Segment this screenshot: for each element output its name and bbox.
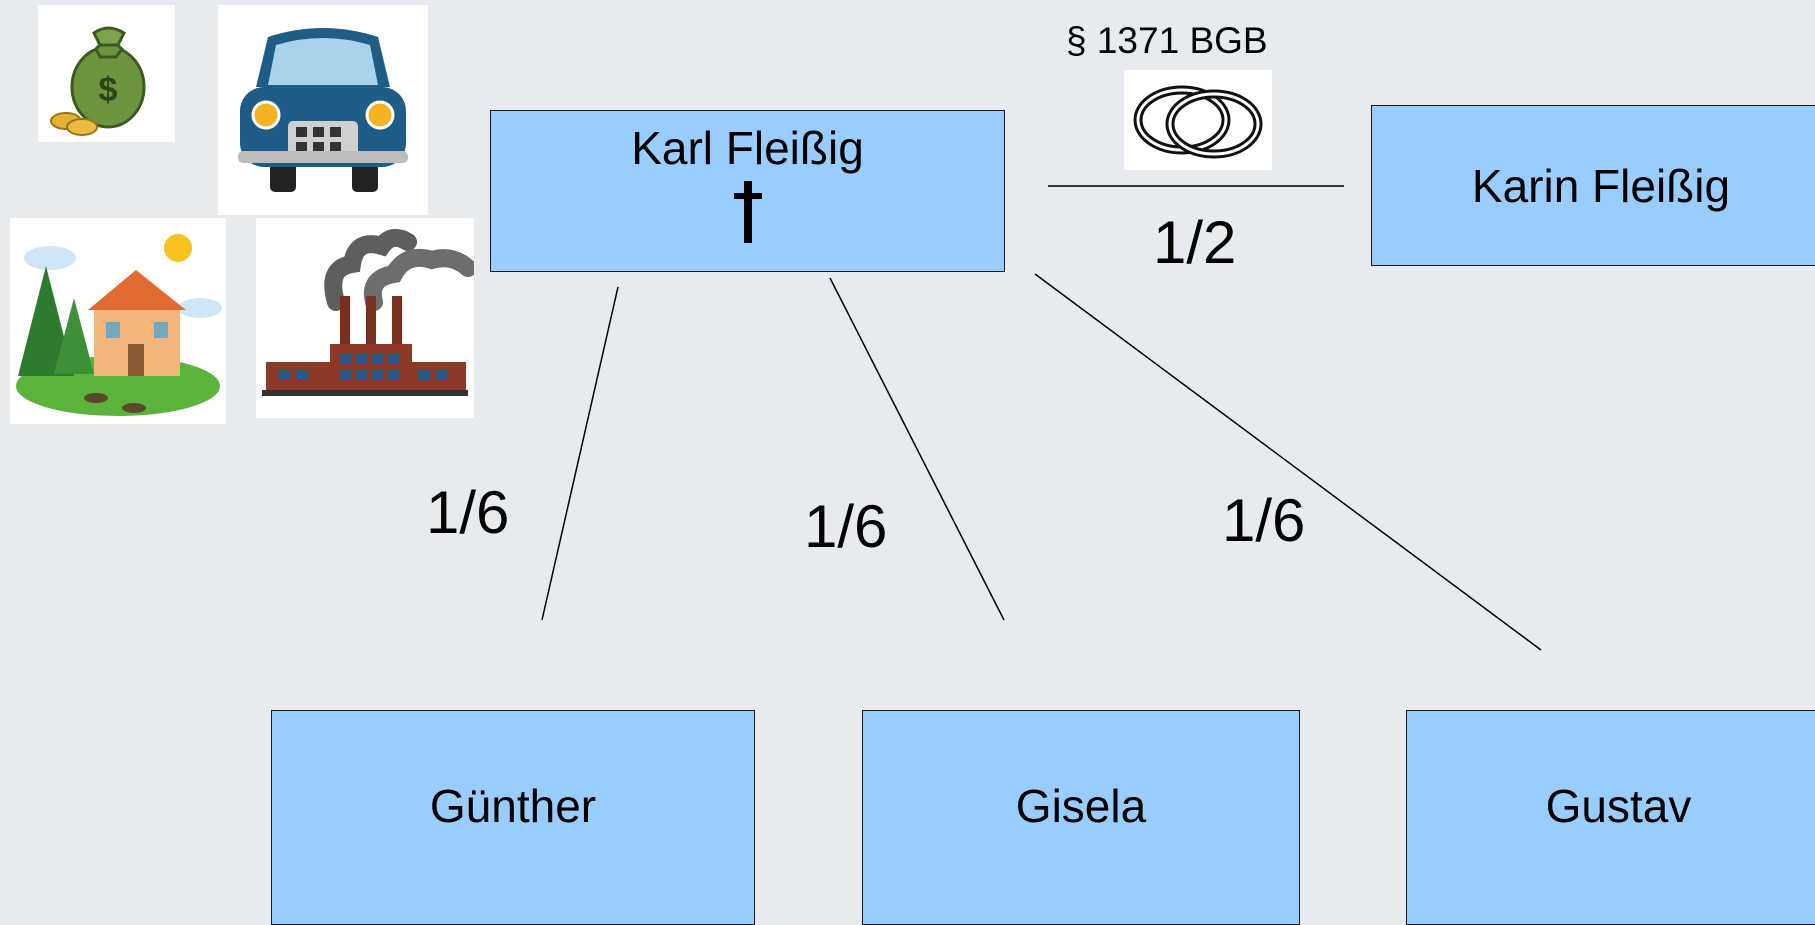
deceased-name: Karl Fleißig [631,122,864,174]
child3-share: 1/6 [1222,487,1306,554]
child1-share: 1/6 [426,479,510,546]
house-icon [10,218,226,424]
spouse-name: Karin Fleißig [1471,159,1731,212]
child-node-gunther: Günther [271,710,755,925]
child-name: Günther [429,779,597,832]
child-name: Gustav [1545,779,1692,832]
svg-text:$: $ [99,71,118,109]
child-node-gustav: Gustav [1406,710,1815,925]
factory-icon [256,218,474,418]
wedding-rings-icon [1124,70,1272,170]
child-name: Gisela [1015,779,1147,832]
car-icon [218,5,428,215]
law-reference: § 1371 BGB [1066,20,1268,61]
line-to-child-2 [829,277,1005,621]
money-bag-icon: $ [38,5,175,142]
deceased-cross-icon [733,181,762,243]
spouse-node: Karin Fleißig [1371,105,1815,266]
line-to-child-1 [541,286,619,621]
line-to-child-3 [1034,273,1542,651]
deceased-node: Karl Fleißig [490,110,1005,272]
child2-share: 1/6 [804,493,888,560]
spouse-share: 1/2 [1153,209,1237,276]
child-node-gisela: Gisela [862,710,1300,925]
